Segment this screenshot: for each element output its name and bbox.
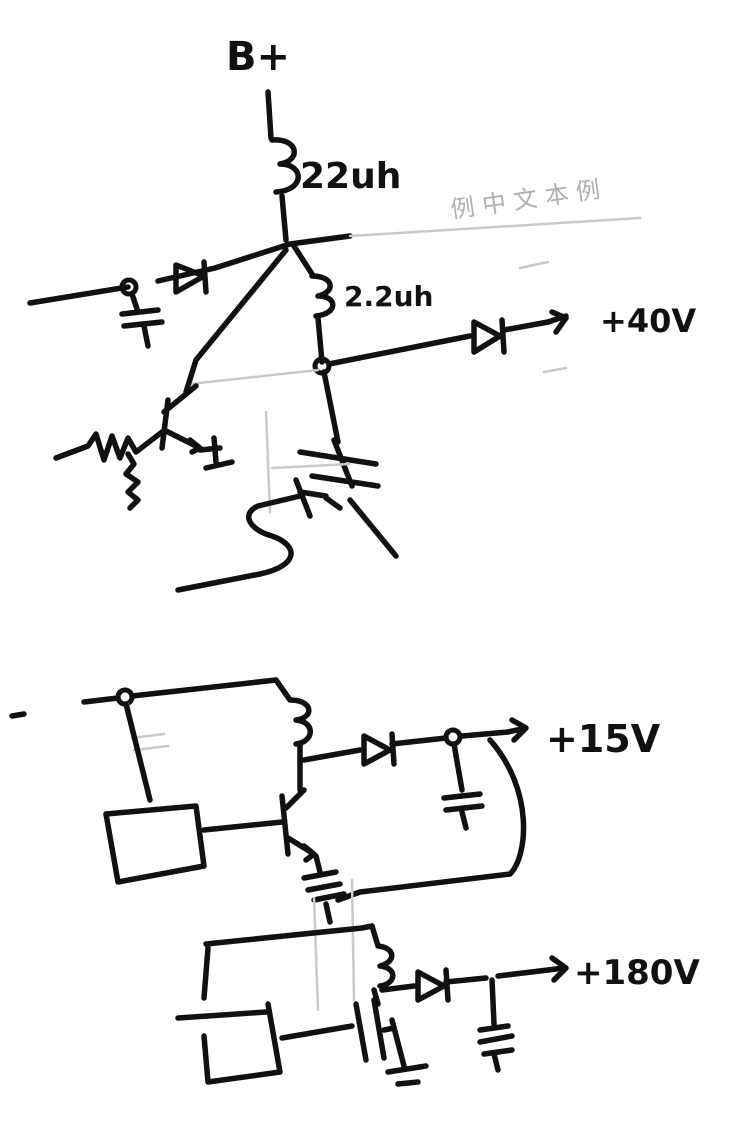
diode-left-symbol: [173, 259, 209, 295]
wire-junction-down: [123, 701, 153, 803]
diode-180v-symbol: [415, 967, 451, 1003]
wire-output-180v: [379, 967, 551, 993]
capacitor-series-symbol: [353, 997, 397, 1063]
label-b-plus: B+: [226, 34, 290, 80]
junction-left: [119, 277, 139, 297]
wire-top-rail: [81, 677, 279, 705]
wire-emitter-ground: [197, 435, 235, 471]
label-inductor-2-2uh: 2.2uh: [344, 280, 433, 313]
diode-40v-symbol: [471, 317, 507, 355]
wire-mid-link: [371, 987, 381, 1007]
transistor-bottom-symbol: [201, 787, 317, 863]
label-inductor-22uh: 22uh: [300, 156, 401, 197]
capacitor-stack-symbol: [293, 437, 399, 559]
transistor-top-symbol: [159, 383, 203, 455]
wire-left-dash: [9, 711, 27, 719]
output-terminal-180v: [545, 955, 569, 983]
wire-node-down: [321, 369, 341, 445]
top-circuit: B+ 22uh 例 中 文 本 例 2.2uh +40V: [27, 34, 696, 593]
block-bottom-box: [175, 1001, 283, 1085]
wire-node-to-coil2: [291, 243, 315, 277]
wire-faint-mid: [188, 368, 320, 386]
wire-main-horizontal-faint: [348, 216, 642, 238]
bottom-circuit: +15V +180V: [9, 677, 700, 1087]
wire-box-to-cap: [279, 1023, 355, 1041]
inductor-180v-symbol: [369, 923, 396, 989]
block-left-box: [103, 803, 207, 885]
output-terminal-15v: [505, 717, 529, 743]
inductor-bottom-symbol: [273, 677, 313, 747]
wire-output-15v: [301, 729, 511, 763]
inductor-2-2uh-symbol: [309, 273, 336, 319]
faint-vertical-lines: [312, 878, 356, 1012]
wire-main-horizontal: [27, 233, 353, 306]
wire-ground-leg: [385, 1017, 429, 1087]
resistor-ground-symbol: [123, 451, 141, 511]
faint-dash-1: [518, 260, 550, 270]
inductor-22uh-symbol: [269, 137, 301, 195]
capacitor-left-symbol: [119, 291, 165, 349]
output-terminal-40v: [545, 309, 569, 335]
capacitor-180v-symbol: [477, 977, 515, 1073]
resistor-emitter-symbol: [301, 853, 347, 925]
resistor-base-symbol: [53, 429, 165, 463]
wire-coil2-down: [315, 315, 325, 365]
wire-feedback-curve: [335, 737, 527, 903]
faint-dash-2: [542, 366, 568, 374]
faint-box-lines: [264, 410, 352, 514]
wire-diagonal-to-transistor: [183, 247, 289, 395]
label-out-40v: +40V: [600, 302, 696, 340]
winding-s-symbol: [175, 493, 303, 593]
wire-b-plus-feed: [265, 89, 274, 141]
label-out-180v: +180V: [574, 953, 700, 993]
capacitor-15v-symbol: [441, 741, 485, 831]
label-out-15v: +15V: [546, 717, 661, 761]
wire-output-40v: [326, 319, 551, 367]
diode-15v-symbol: [361, 731, 397, 767]
wire-mid-rail: [201, 923, 375, 1001]
faint-note: 例 中 文 本 例: [449, 175, 602, 224]
wire-coil-to-node: [279, 193, 289, 243]
